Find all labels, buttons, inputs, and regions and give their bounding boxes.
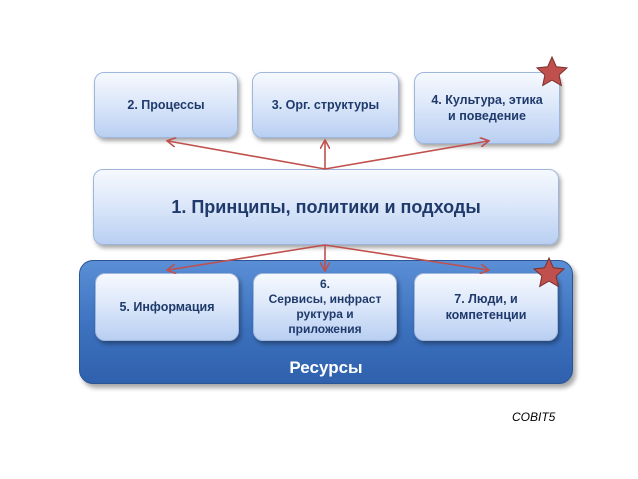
information-label: 5. Информация <box>119 300 215 314</box>
services-label: 6. Сервисы, инфраст руктура и приложения <box>268 277 382 336</box>
people-label: 7. Люди, и компетенции <box>445 292 527 322</box>
processes-label: 2. Процессы <box>127 98 205 112</box>
star-icon-people <box>532 256 566 288</box>
org-structures-label: 3. Орг. структуры <box>271 98 380 112</box>
processes-box: 2. Процессы <box>94 72 238 138</box>
source-label: COBIT5 <box>512 410 556 424</box>
arrow-to-people <box>324 244 488 270</box>
org-structures-box: 3. Орг. структуры <box>252 72 399 138</box>
resources-label: Ресурсы <box>289 358 363 377</box>
arrow-to-culture <box>324 141 488 170</box>
star-icon-culture <box>535 55 569 87</box>
culture-label: 4. Культура, этика и поведение <box>431 93 543 123</box>
people-box: 7. Люди, и компетенции <box>414 273 558 341</box>
arrow-to-processes <box>168 141 326 170</box>
culture-box: 4. Культура, этика и поведение <box>414 72 560 144</box>
principles-label: 1. Принципы, политики и подходы <box>171 197 481 217</box>
services-box: 6. Сервисы, инфраст руктура и приложения <box>253 273 397 341</box>
information-box: 5. Информация <box>95 273 239 341</box>
arrow-to-information <box>168 244 326 270</box>
